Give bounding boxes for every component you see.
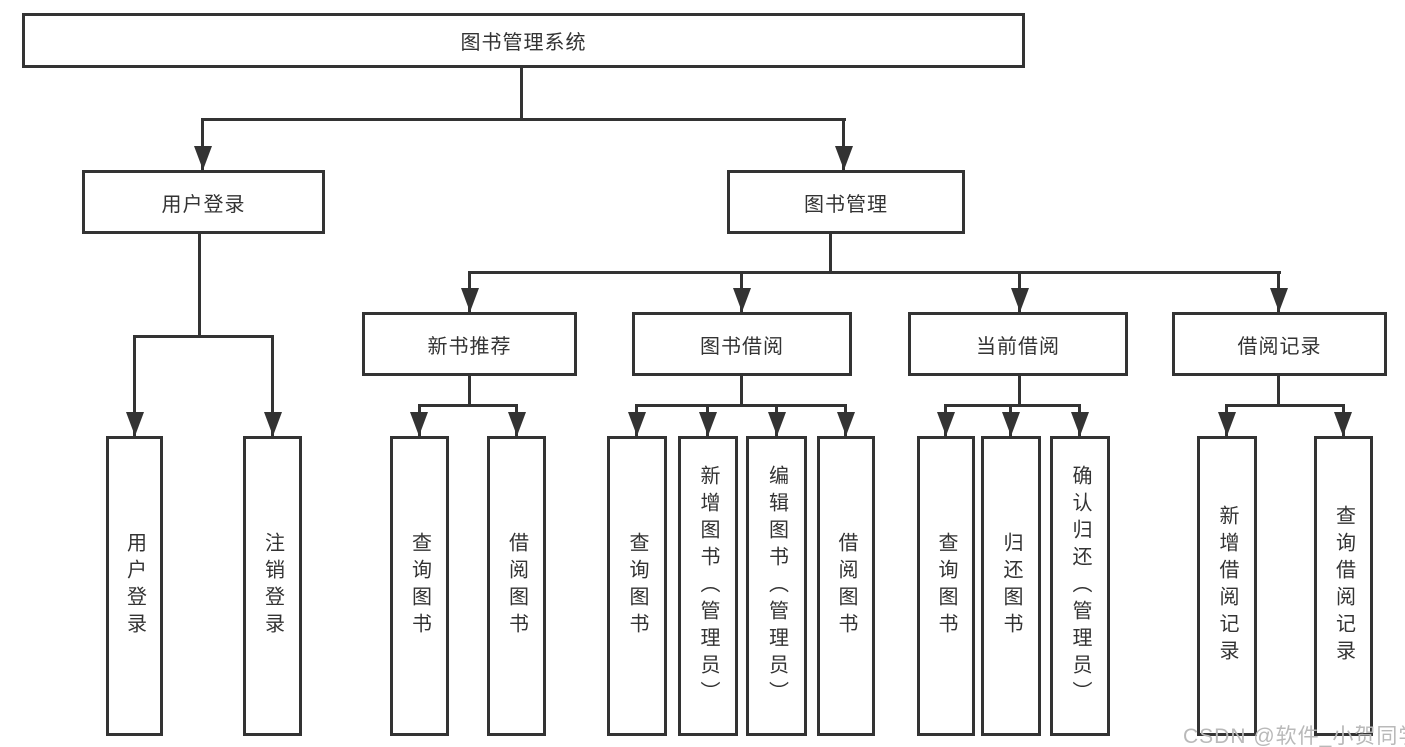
connector-book-mgmt-stem [829,233,832,271]
connector-book-mgmt-split [468,271,1281,274]
leaf-br-query-record: 查询借阅记录 [1314,436,1373,736]
leaf-bb-query-books: 查询图书 [607,436,667,736]
leaf-cb-return-books-label: 归还图书 [1000,532,1022,640]
arrowhead-to-br-add [1218,412,1236,436]
leaf-cb-return-books: 归还图书 [981,436,1041,736]
arrowhead-to-cb-return [1002,412,1020,436]
connector-current-borrow-stem [1018,376,1021,404]
connector-root-right-drop [842,118,845,170]
connector-book-borrow-stem [740,376,743,404]
leaf-user-login: 用户登录 [106,436,163,736]
node-book-mgmt: 图书管理 [727,170,965,234]
arrowhead-to-user-login [194,146,212,170]
connector-book-borrow-split [635,404,847,407]
arrowhead-to-leaf-user-login [126,412,144,436]
leaf-cb-confirm-return-admin-label: 确认归还（管理员） [1069,464,1091,708]
arrowhead-to-book-mgmt [835,146,853,170]
connector-borrow-records-split [1225,404,1345,407]
connector-user-login-split [133,335,274,338]
connector-current-borrow-split [944,404,1081,407]
leaf-logout-login: 注销登录 [243,436,302,736]
leaf-bb-add-books-admin-label: 新增图书（管理员） [697,464,719,708]
connector-root-left-drop [201,118,204,170]
node-book-borrow-label: 图书借阅 [700,335,784,358]
leaf-cb-query-books: 查询图书 [917,436,975,736]
leaf-user-login-label: 用户登录 [123,532,146,640]
arrowhead-to-nb-query [410,412,428,436]
leaf-bb-edit-books-admin-label: 编辑图书（管理员） [765,464,788,708]
leaf-logout-login-label: 注销登录 [261,532,284,640]
leaf-cb-confirm-return-admin: 确认归还（管理员） [1050,436,1110,736]
node-book-borrow: 图书借阅 [632,312,852,376]
connector-user-login-drop-1 [133,335,136,436]
leaf-bb-edit-books-admin: 编辑图书（管理员） [746,436,807,736]
arrowhead-to-bb-borrow [837,412,855,436]
arrowhead-to-book-borrow [733,288,751,312]
node-current-borrow: 当前借阅 [908,312,1128,376]
connector-borrow-records-stem [1277,376,1280,404]
leaf-br-query-record-label: 查询借阅记录 [1332,505,1355,667]
leaf-nb-borrow-books-label: 借阅图书 [505,532,528,640]
node-current-borrow-label: 当前借阅 [976,335,1060,358]
node-user-login: 用户登录 [82,170,325,234]
node-borrow-records-label: 借阅记录 [1237,335,1322,358]
arrowhead-to-bb-edit [768,412,786,436]
connector-root-stem [520,68,523,118]
leaf-nb-query-books-label: 查询图书 [408,532,431,640]
node-root-system: 图书管理系统 [22,13,1025,68]
arrowhead-to-br-query [1334,412,1352,436]
node-new-book-recommend-label: 新书推荐 [427,335,512,358]
node-new-book-recommend: 新书推荐 [362,312,577,376]
arrowhead-to-cb-confirm [1071,412,1089,436]
leaf-br-add-record-label: 新增借阅记录 [1216,505,1238,667]
arrowhead-to-nb-borrow [508,412,526,436]
leaf-br-add-record: 新增借阅记录 [1197,436,1257,736]
node-root-system-label: 图书管理系统 [460,32,587,54]
arrowhead-to-current-borrow [1011,288,1029,312]
node-user-login-label: 用户登录 [161,193,246,216]
node-book-mgmt-label: 图书管理 [804,193,888,216]
leaf-nb-query-books: 查询图书 [390,436,449,736]
arrowhead-to-leaf-logout [264,412,282,436]
arrowhead-to-bb-query [628,412,646,436]
connector-root-split [201,118,846,121]
arrowhead-to-new-book [461,288,479,312]
arrowhead-to-borrow-records [1270,288,1288,312]
connector-new-book-stem [468,376,471,404]
csdn-watermark: CSDN @软件_小贺同学 [1183,725,1405,747]
connector-user-login-stem [198,233,201,335]
arrowhead-to-bb-add [699,412,717,436]
leaf-bb-borrow-books-label: 借阅图书 [835,532,857,640]
leaf-bb-query-books-label: 查询图书 [626,532,648,640]
leaf-nb-borrow-books: 借阅图书 [487,436,546,736]
connector-new-book-split [418,404,518,407]
leaf-bb-add-books-admin: 新增图书（管理员） [678,436,738,736]
node-borrow-records: 借阅记录 [1172,312,1387,376]
arrowhead-to-cb-query [937,412,955,436]
leaf-bb-borrow-books: 借阅图书 [817,436,875,736]
connector-user-login-drop-2 [271,335,274,436]
leaf-cb-query-books-label: 查询图书 [935,532,957,640]
